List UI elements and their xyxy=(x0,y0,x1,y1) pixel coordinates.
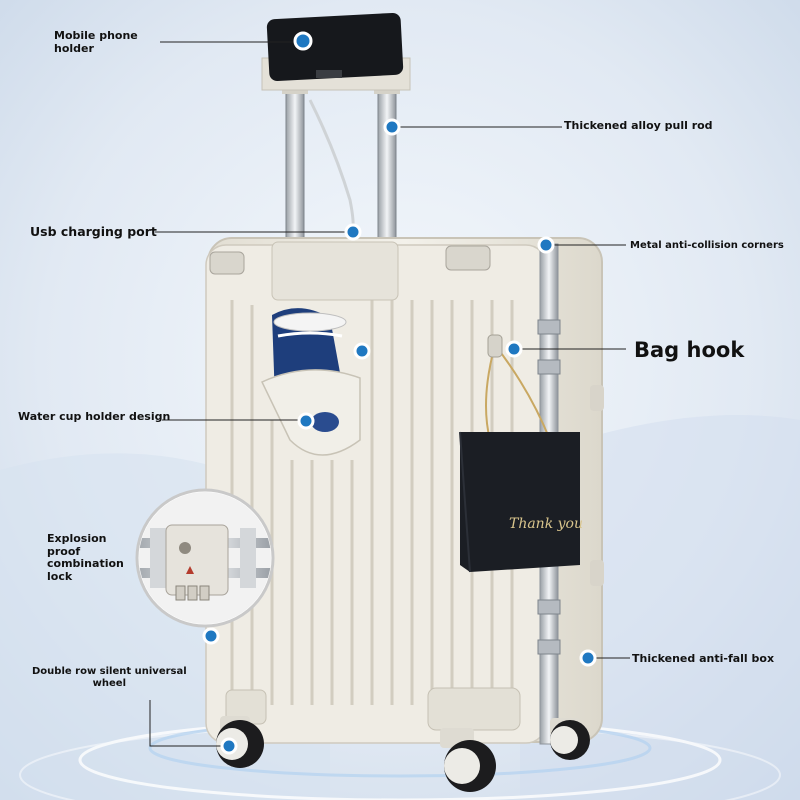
marker-usb-port xyxy=(344,223,362,241)
label-pull-rod: Thickened alloy pull rod xyxy=(564,119,713,132)
label-phone-holder: Mobile phone holder xyxy=(54,29,138,55)
label-usb-port: Usb charging port xyxy=(30,224,157,239)
marker-anti-fall-box xyxy=(579,649,597,667)
marker-phone-holder xyxy=(293,31,313,51)
marker-cup-holder xyxy=(297,412,315,430)
label-metal-corners: Metal anti-collision corners xyxy=(630,240,784,251)
corner-cap xyxy=(445,245,491,271)
callout-markers xyxy=(202,31,597,755)
spinner-wheels xyxy=(216,716,590,792)
bag-thank-you-text: Thank you xyxy=(509,516,583,532)
label-combination-lock: Explosion proof combination lock xyxy=(47,532,124,583)
marker-pull-rod xyxy=(383,118,401,136)
hanging-bag: Thank you xyxy=(459,334,583,573)
smartphone xyxy=(266,12,404,82)
leader-lines xyxy=(149,41,630,747)
label-anti-fall-box: Thickened anti-fall box xyxy=(632,652,775,665)
marker-metal-corners xyxy=(537,236,555,254)
marker-cup-holder-upper xyxy=(353,342,371,360)
label-wheels: Double row silent universal wheel xyxy=(32,666,187,689)
label-bag-hook: Bag hook xyxy=(634,338,745,362)
bag-hook xyxy=(487,334,503,358)
label-cup-holder: Water cup holder design xyxy=(18,410,171,423)
marker-wheels xyxy=(220,737,238,755)
corner-cap xyxy=(209,251,245,275)
marker-combination-lock xyxy=(202,627,220,645)
marker-bag-hook xyxy=(505,340,523,358)
cup-holder xyxy=(260,308,361,456)
lock-magnifier xyxy=(135,488,275,628)
handle-and-phone-holder xyxy=(261,12,411,91)
